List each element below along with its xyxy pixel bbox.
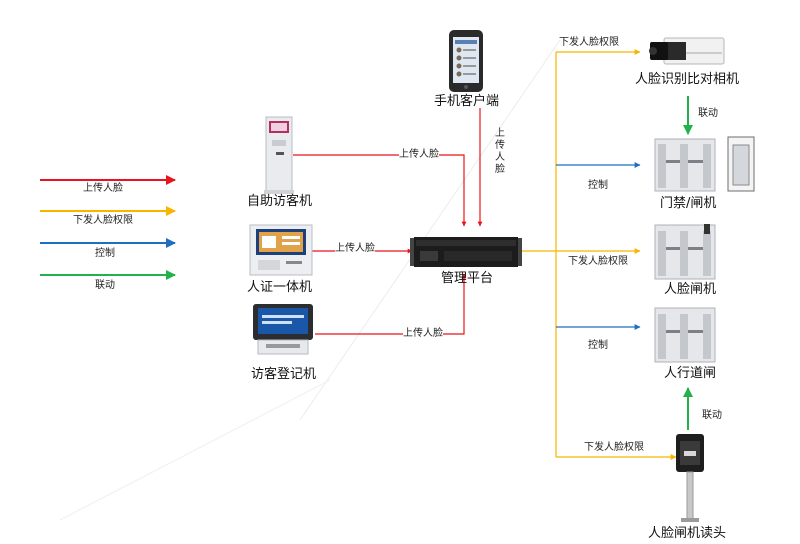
legend-label-upload: 上传人脸 xyxy=(83,183,123,194)
registrar-icon xyxy=(253,304,313,355)
label-walkway-gate: 人行道闸 xyxy=(664,366,717,381)
label-registrar: 访客登记机 xyxy=(251,367,317,382)
edge-label-to-walkway: 控制 xyxy=(588,340,608,351)
kiosk-icon xyxy=(264,116,294,194)
edge-kiosk-upload xyxy=(293,154,467,227)
label-phone: 手机客户端 xyxy=(434,94,500,109)
edge-label-to-camera: 下发人脸权限 xyxy=(559,37,619,48)
label-camera: 人脸识别比对相机 xyxy=(635,72,740,87)
edge-label-id-upload: 上传人脸 xyxy=(335,243,375,254)
face-reader-icon xyxy=(676,434,704,522)
platform-server-icon xyxy=(410,237,522,267)
edge-label-phone-upload: 上传人脸 xyxy=(495,128,505,175)
label-access-gate: 门禁/闸机 xyxy=(660,196,717,211)
edge-label-reader-link: 联动 xyxy=(702,410,722,421)
camera-icon xyxy=(649,37,725,65)
edge-registrar-upload xyxy=(315,273,467,335)
edge-label-kiosk-upload: 上传人脸 xyxy=(399,149,439,160)
edge-label-registrar-upload: 上传人脸 xyxy=(403,328,443,339)
legend-label-link: 联动 xyxy=(95,280,115,291)
edge-label-to-access: 控制 xyxy=(588,180,608,191)
label-platform: 管理平台 xyxy=(441,271,494,286)
label-id-terminal: 人证一体机 xyxy=(247,280,313,295)
legend-label-control: 控制 xyxy=(95,248,115,259)
edge-label-to-reader: 下发人脸权限 xyxy=(584,442,644,453)
legend-label-issue: 下发人脸权限 xyxy=(73,215,133,226)
access-gate-icon xyxy=(654,136,755,192)
label-kiosk: 自助访客机 xyxy=(247,194,313,209)
walkway-gate-icon xyxy=(654,307,716,363)
phone-icon xyxy=(449,30,483,92)
edge-label-to-face-gate: 下发人脸权限 xyxy=(568,256,628,267)
face-gate-icon xyxy=(654,224,716,280)
label-face-reader: 人脸闸机读头 xyxy=(648,526,727,541)
id-terminal-icon xyxy=(249,224,313,276)
edge-label-camera-link: 联动 xyxy=(698,108,718,119)
label-face-gate: 人脸闸机 xyxy=(664,282,717,297)
